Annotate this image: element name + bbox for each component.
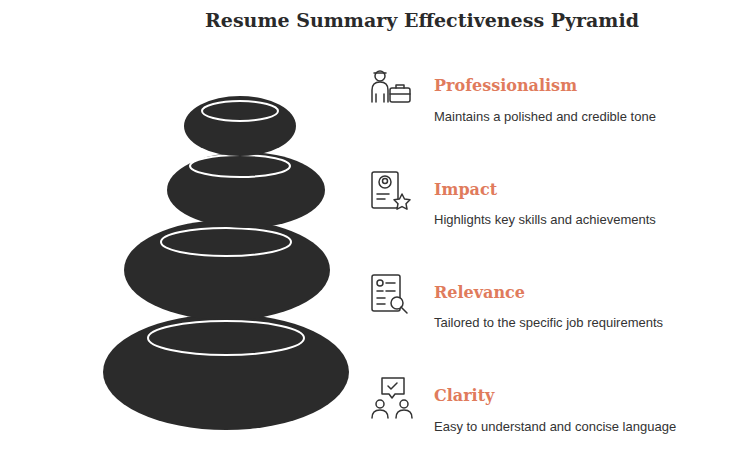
item-description: Maintains a polished and credible tone [434, 109, 656, 124]
item-heading: Relevance [434, 283, 525, 302]
item-heading: Impact [434, 180, 497, 199]
item-description: Highlights key skills and achievements [434, 212, 656, 227]
bottom-stone [103, 314, 349, 430]
third-stone [124, 220, 330, 320]
item-description: Easy to understand and concise language [434, 419, 676, 434]
diagram-title: Resume Summary Effectiveness Pyramid [205, 9, 639, 31]
clarity-icon [372, 378, 412, 418]
stone-ring [161, 228, 291, 256]
professional-icon [372, 71, 410, 102]
stone-ring [148, 321, 304, 355]
item-heading: Professionalism [434, 76, 577, 95]
second-stone [167, 152, 325, 228]
stone-ring [190, 155, 290, 177]
relevance-icon [372, 275, 407, 313]
top-stone [184, 96, 296, 156]
stone-ring [202, 101, 278, 121]
stone-stack [103, 96, 349, 430]
item-heading: Clarity [434, 386, 494, 405]
impact-icon [372, 172, 410, 209]
item-description: Tailored to the specific job requirement… [434, 315, 663, 330]
